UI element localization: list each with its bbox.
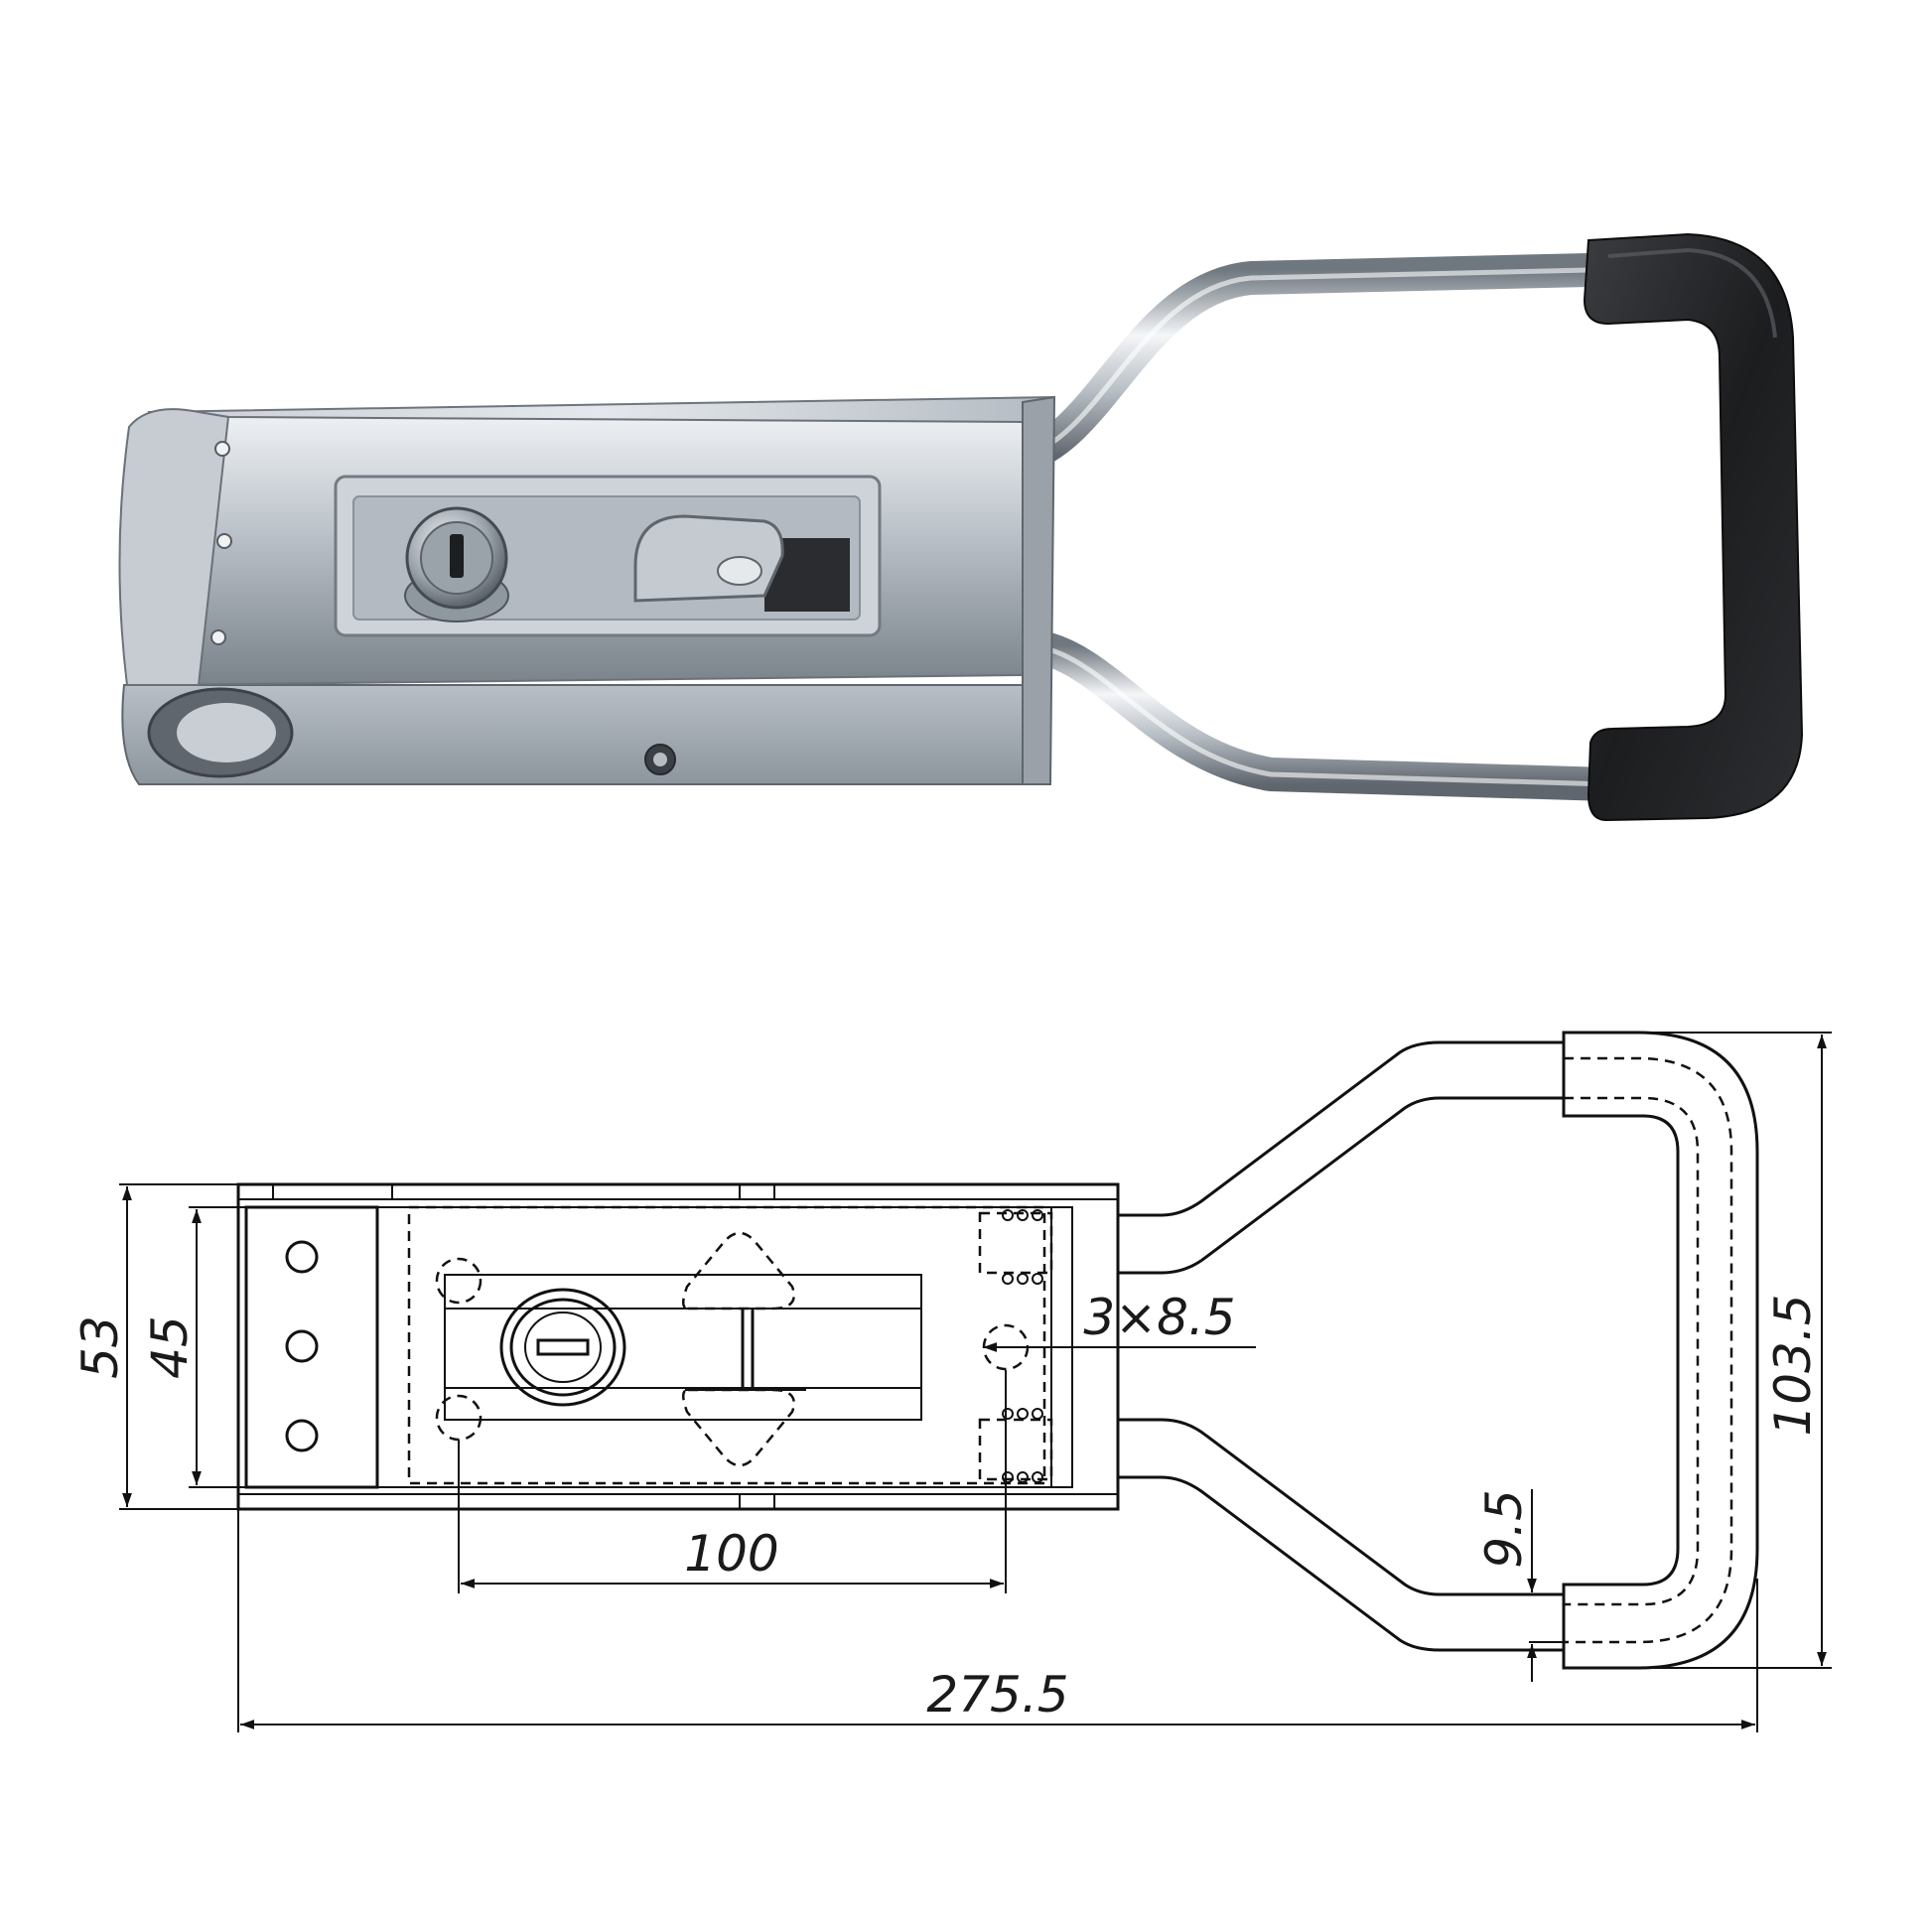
handle-rod-lower [1006,628,1625,801]
dim-100: 100 [684,1525,778,1583]
dim-103-5: 103.5 [1764,1294,1822,1436]
catch-lever [633,514,784,603]
mounting-hole [285,1240,319,1274]
dim-53: 53 [71,1315,129,1379]
mounting-hole [285,1329,319,1363]
product-photo [118,232,1804,822]
hinge-curl [118,408,230,686]
mounting-hole [285,1419,319,1452]
rivet [216,533,232,549]
rivet [210,629,226,645]
catch-lower [682,1388,795,1467]
handle-wire-inner [1118,1096,1564,1275]
drawing-grip [1562,1031,1759,1670]
dim-9-5: 9.5 [1475,1489,1533,1569]
dim-275-5: 275.5 [926,1666,1068,1724]
latch-base-front [121,684,1051,785]
rivet [214,441,230,457]
technical-drawing: 53 45 100 3×8.5 275.5 103.5 9.5 [71,1031,1832,1732]
rubber-grip [1583,232,1804,822]
catch-upper [682,1231,795,1311]
drawing-lock-outer [499,1288,626,1407]
lid-outline [376,1206,1073,1488]
key-slot [450,534,464,578]
dim-3x8-5: 3×8.5 [1083,1289,1235,1346]
drawing-key-slot [536,1338,590,1356]
latch-end-wall [1022,395,1056,785]
window-outline [444,1274,922,1421]
handle-rod-upper [1006,253,1605,474]
handle-wire-outer [1118,1040,1564,1217]
dim-45: 45 [141,1315,199,1379]
